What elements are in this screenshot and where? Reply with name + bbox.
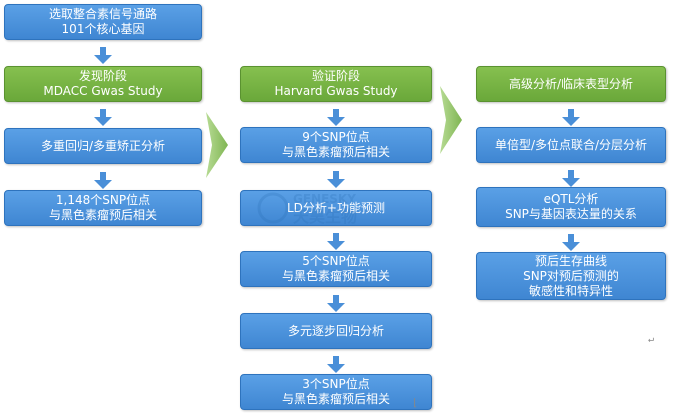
col2-box-stepwise-regression: 多元逐步回归分析 [240, 313, 432, 349]
col2-box1-line1: 验证阶段 [311, 69, 360, 83]
col2-box4-line1: 5个SNP位点 [302, 254, 370, 268]
col1-box1-line2: 101个核心基因 [61, 22, 145, 36]
col3-arrow-1 [562, 109, 580, 126]
col1-box2-line1: 发现阶段 [78, 69, 127, 83]
col2-box1-line2: Harvard Gwas Study [274, 84, 398, 98]
col1-box1-line1: 选取整合素信号通路 [48, 7, 157, 21]
col3-box1-line1: 高级分析/临床表型分析 [508, 76, 634, 91]
col1-box-regression: 多重回归/多重矫正分析 [4, 128, 202, 164]
col3-box-survival-curve: 预后生存曲线 SNP对预后预测的 敏感性和特异性 [476, 252, 666, 300]
col3-arrow-3 [562, 234, 580, 251]
col3-box2-line1: 单倍型/多位点联合/分层分析 [494, 137, 648, 152]
col3-box4-line2: SNP对预后预测的 [523, 268, 619, 283]
col2-arrow-1 [327, 109, 345, 126]
col1-box-integrin-selection: 选取整合素信号通路 101个核心基因 [4, 4, 202, 40]
col2-arrow-3 [327, 233, 345, 250]
col2-arrow-4 [327, 295, 345, 312]
col3-box-advanced-analysis: 高级分析/临床表型分析 [476, 66, 666, 102]
col2-box6-line1: 3个SNP位点 [302, 377, 370, 391]
col2-box-3-snp: 3个SNP位点 与黑色素瘤预后相关 [240, 374, 432, 410]
col1-arrow-2 [94, 109, 112, 126]
side-arrow-2 [440, 86, 462, 154]
col2-box6-line2: 与黑色素瘤预后相关 [281, 392, 390, 406]
col1-arrow-1 [94, 47, 112, 64]
col2-box4-line2: 与黑色素瘤预后相关 [281, 269, 390, 283]
col1-box2-line2: MDACC Gwas Study [43, 84, 163, 98]
col2-box3-line1: LD分析+功能预测 [287, 200, 385, 215]
col2-box2-line2: 与黑色素瘤预后相关 [281, 145, 390, 159]
col3-box4-line1: 预后生存曲线 [534, 253, 607, 268]
col2-box-ld-analysis: LD分析+功能预测 [240, 190, 432, 226]
editor-return-mark: ↵ [648, 334, 655, 345]
col1-box4-line2: 与黑色素瘤预后相关 [48, 208, 157, 222]
col3-box-haplotype: 单倍型/多位点联合/分层分析 [476, 127, 666, 163]
col2-box-9-snp: 9个SNP位点 与黑色素瘤预后相关 [240, 127, 432, 163]
col3-box3-line2: SNP与基因表达量的关系 [505, 207, 637, 221]
col1-box3-line1: 多重回归/多重矫正分析 [40, 138, 166, 153]
col2-arrow-2 [327, 171, 345, 188]
col2-arrow-5 [327, 356, 345, 373]
editor-corner-mark: ⌊ [412, 398, 419, 409]
col3-box-eqtl: eQTL分析 SNP与基因表达量的关系 [476, 187, 666, 227]
col3-box4-line3: 敏感性和特异性 [528, 283, 613, 298]
col2-box-5-snp: 5个SNP位点 与黑色素瘤预后相关 [240, 251, 432, 287]
col3-box3-line1: eQTL分析 [543, 192, 599, 206]
col1-arrow-3 [94, 172, 112, 189]
col1-box-discovery-stage: 发现阶段 MDACC Gwas Study [4, 66, 202, 102]
col1-box4-line1: 1,148个SNP位点 [55, 193, 151, 207]
col2-box5-line1: 多元逐步回归分析 [287, 323, 384, 338]
col3-arrow-2 [562, 170, 580, 187]
side-arrow-1 [206, 112, 228, 178]
col2-box-validation-stage: 验证阶段 Harvard Gwas Study [240, 66, 432, 102]
col1-box-1148-snp: 1,148个SNP位点 与黑色素瘤预后相关 [4, 190, 202, 226]
col2-box2-line1: 9个SNP位点 [302, 130, 370, 144]
